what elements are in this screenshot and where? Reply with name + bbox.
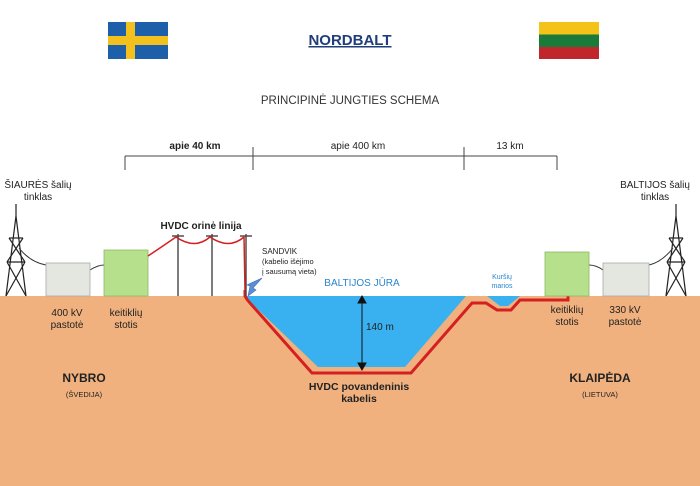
left-link-wire (89, 264, 105, 271)
right-converter-box (544, 251, 590, 297)
right-substation-line-2: pastotė (609, 317, 642, 328)
right-substation-box (602, 262, 650, 297)
sea-label: BALTIJOS JŪRA (324, 277, 400, 289)
cable-label-line-1: HVDC povandeninis (309, 381, 410, 393)
overhead-line-label: HVDC orinė linija (160, 221, 242, 232)
diagram-subtitle: PRINCIPINĖ JUNGTIES SCHEMA (261, 94, 440, 107)
left-substation-line-2: pastotė (51, 320, 84, 331)
left-grid-line-2: tinklas (24, 192, 52, 203)
sweden-flag-icon (108, 22, 168, 59)
landing-arrow-icon (246, 277, 263, 297)
left-pylon-icon (5, 204, 27, 297)
right-grid-line-1: BALTIJOS šalių (620, 180, 690, 191)
lagoon-label-line-1: Kuršių (492, 274, 512, 281)
right-link-wire (588, 264, 604, 271)
right-city: KLAIPĖDA (569, 370, 631, 385)
curonian-lagoon (487, 296, 520, 306)
distance-right-label: 13 km (496, 141, 523, 152)
lithuania-flag-icon (539, 22, 599, 59)
left-converter-line-2: stotis (114, 320, 137, 331)
right-converter-line-1: keitiklių (551, 305, 584, 316)
left-grid-line-1: ŠIAURĖS šalių (4, 178, 72, 191)
hvdc-overhead-line (147, 235, 246, 291)
right-grid-line-2: tinklas (641, 192, 669, 203)
left-country: (ŠVEDIJA) (66, 390, 103, 399)
left-converter-box (103, 249, 149, 297)
left-city: NYBRO (62, 371, 105, 385)
lagoon-label-line-2: marios (491, 283, 513, 290)
hvdc-cable (243, 290, 570, 375)
left-substation-box (45, 262, 91, 297)
distance-middle-label: apie 400 km (331, 141, 385, 152)
right-substation-line-1: 330 kV (609, 305, 640, 316)
sandvik-label: SANDVIK (262, 247, 298, 256)
distance-left-label: apie 40 km (169, 141, 220, 152)
baltic-sea (244, 296, 466, 367)
depth-label: 140 m (366, 322, 394, 333)
right-converter-line-2: stotis (555, 317, 578, 328)
overhead-poles (172, 234, 252, 296)
left-substation-line-1: 400 kV (51, 308, 82, 319)
left-wire (18, 247, 47, 266)
cable-label-line-2: kabelis (341, 393, 377, 405)
sandvik-note-line-1: (kabelio išėjimo (262, 257, 314, 266)
left-converter-line-1: keitiklių (110, 308, 143, 319)
distance-scale (124, 147, 558, 170)
depth-arrow (357, 294, 367, 372)
right-wire (648, 247, 674, 266)
diagram-title: NORDBALT (308, 32, 391, 49)
right-country: (LIETUVA) (582, 390, 618, 399)
sandvik-note-line-2: į sausumą vieta) (262, 267, 317, 276)
right-pylon-icon (665, 204, 687, 297)
